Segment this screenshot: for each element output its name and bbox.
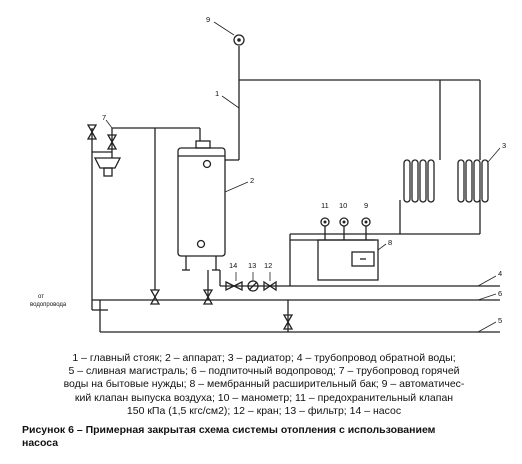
callout-3: 3	[502, 141, 506, 150]
air-vent-valve-tank	[361, 217, 371, 227]
legend-line: 150 кПа (1,5 кгс/см2); 12 – кран; 13 – ф…	[126, 404, 402, 417]
leader-9	[213, 21, 235, 36]
callout-8: 8	[388, 238, 392, 247]
callout-5: 5	[498, 316, 502, 325]
cock-valve	[263, 280, 277, 292]
callout-7: 7	[102, 113, 106, 122]
legend-line: 5 – сливная магистраль; 6 – подпиточный …	[68, 365, 460, 378]
leader-8	[377, 243, 387, 251]
supply-pipes-right	[399, 79, 481, 235]
leader-6	[477, 293, 497, 301]
legend-line: воды на бытовые нужды; 8 – мембранный ра…	[63, 378, 465, 391]
safety-valve	[320, 217, 330, 227]
manometer	[339, 217, 349, 227]
leader-2	[224, 181, 249, 193]
legend-line: 1 – главный стояк; 2 – аппарат; 3 – ради…	[72, 352, 456, 364]
pump	[225, 280, 243, 292]
callout-11: 11	[321, 201, 329, 210]
leader-7	[105, 119, 113, 129]
expansion-tank	[317, 239, 379, 281]
callout-14: 14	[229, 261, 237, 270]
callout-2: 2	[250, 176, 254, 185]
hot-water-pipe	[111, 127, 201, 290]
drain-valve-middle	[282, 314, 294, 330]
boiler-return	[219, 270, 290, 287]
drain-line	[92, 299, 500, 333]
callout-12: 12	[264, 261, 272, 270]
callout-13: 13	[248, 261, 256, 270]
leader-5	[477, 321, 497, 333]
caption-line: насоса	[22, 436, 59, 449]
hot-water-valve	[106, 134, 118, 150]
instrument-branch	[290, 226, 375, 241]
return-pipe	[289, 233, 500, 287]
cold-water-valve	[86, 124, 98, 310]
caption-line: Рисунок 6 – Примерная закрытая схема сис…	[22, 424, 436, 436]
figure-caption: Рисунок 6 – Примерная закрытая схема сис…	[22, 424, 502, 449]
drain-valve-boiler	[202, 270, 214, 305]
leader-3	[487, 147, 501, 163]
callout-9-top: 9	[206, 15, 210, 24]
inlet-label-line-2: водопровода	[30, 302, 67, 308]
callout-10: 10	[339, 201, 347, 210]
makeup-water-line	[92, 299, 500, 311]
radiator-right	[457, 159, 489, 203]
callout-1: 1	[215, 89, 219, 98]
main-riser	[225, 46, 441, 161]
drain-valve-left	[149, 289, 161, 305]
diagram-legend: 1 – главный стояк; 2 – аппарат; 3 – ради…	[30, 352, 498, 418]
leader-1	[221, 95, 240, 109]
leader-4	[477, 275, 497, 287]
heating-system-diagram: 9 1 3 2	[30, 15, 506, 333]
legend-line: кий клапан выпуска воздуха; 10 – маномет…	[74, 391, 454, 404]
radiator-left	[403, 159, 435, 203]
callout-4: 4	[498, 269, 502, 278]
inlet-label-line-1: от	[38, 294, 44, 300]
callout-6: 6	[498, 289, 502, 298]
callout-9-tank: 9	[364, 201, 368, 210]
water-mixer	[92, 151, 122, 177]
boiler	[177, 140, 226, 271]
air-vent-valve-top	[233, 34, 245, 46]
